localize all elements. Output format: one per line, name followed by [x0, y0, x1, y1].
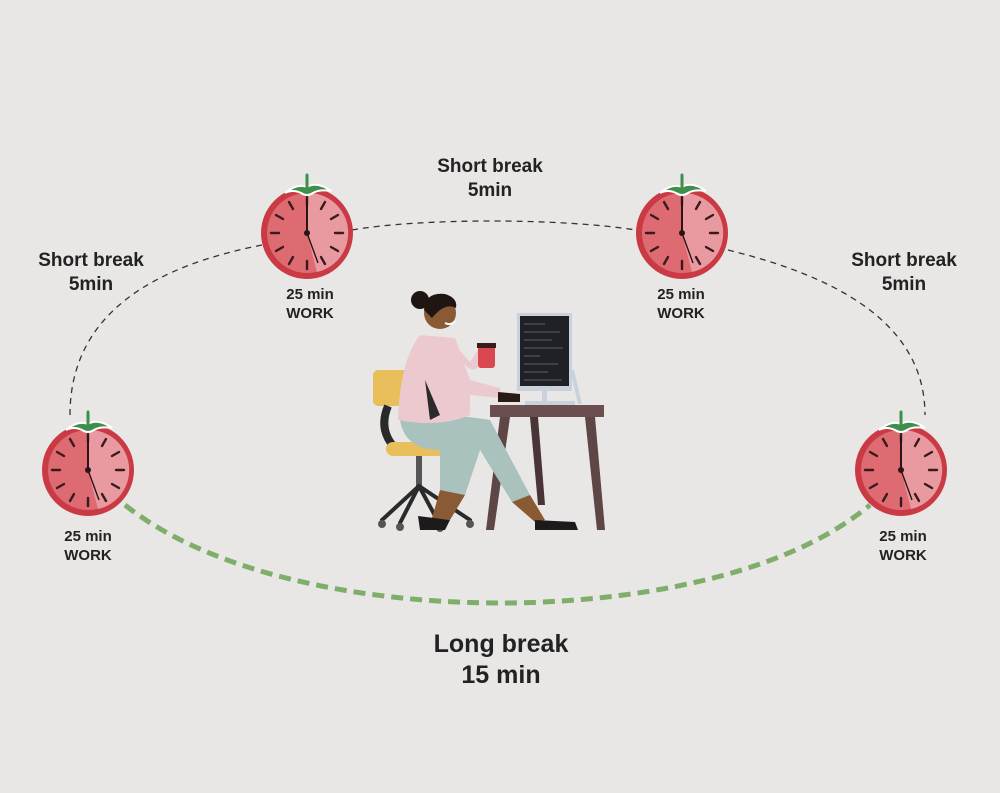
short-break-label: Short break [38, 250, 144, 271]
work-label: WORK [657, 305, 705, 322]
short-break-label: Short break [437, 156, 543, 177]
long-break-label: Long break [434, 630, 569, 658]
tomato-clock-icon [259, 173, 355, 281]
long-break-duration: 15 min [461, 661, 540, 689]
tomato-clock-icon [40, 410, 136, 518]
work-duration: 25 min [657, 286, 705, 303]
short-break-duration: 5min [69, 274, 113, 295]
short-break-duration: 5min [882, 274, 926, 295]
short-break-path [69, 220, 926, 416]
work-label: WORK [879, 547, 927, 564]
long-break-path [123, 503, 872, 606]
work-label: WORK [64, 547, 112, 564]
work-duration: 25 min [64, 528, 112, 545]
person-at-desk-illustration [373, 291, 605, 532]
short-break-duration: 5min [468, 180, 512, 201]
work-label: WORK [286, 305, 334, 322]
work-duration: 25 min [879, 528, 927, 545]
work-duration: 25 min [286, 286, 334, 303]
short-break-label: Short break [851, 250, 957, 271]
tomato-clock-icon [853, 410, 949, 518]
tomato-clock-icon [634, 173, 730, 281]
